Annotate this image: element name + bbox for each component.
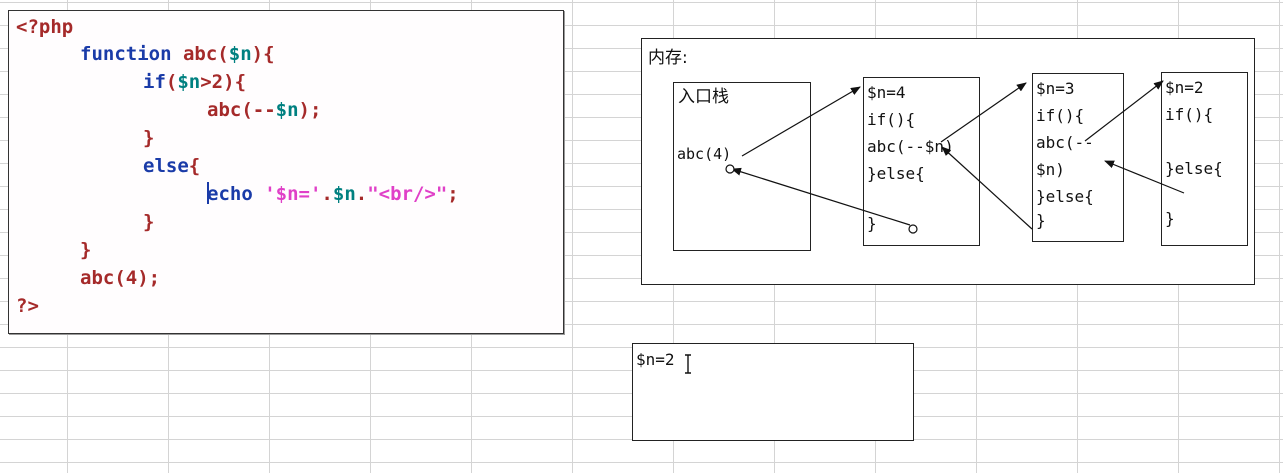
memory-title: 内存: [648,48,688,68]
code-line-9: } [80,239,92,261]
entry-stack-frame: 入口栈 abc(4) [673,82,811,251]
stack-frame-n3: $n=3 if(){ abc(-- $n) }else{ } [1032,73,1124,242]
code-line-4: abc(--$n); [207,99,322,121]
memory-diagram: 内存: 入口栈 abc(4) $n=4 if(){ abc(--$n) }els… [641,38,1255,285]
entry-call-label: abc(4) [677,145,732,163]
entry-stack-label: 入口栈 [678,87,729,107]
frame-n3-line-6: } [1036,211,1046,230]
frame-n2-line-6: } [1165,209,1175,228]
code-line-6: else{ [143,155,201,177]
frame-n3-line-5: }else{ [1036,187,1094,206]
frame-n3-line-4: $n) [1036,160,1065,179]
frame-n3-line-3: abc(-- [1036,133,1094,152]
call-arrows [725,80,1185,234]
code-line-7: echo '$n='.$n."<br/>"; [207,182,459,205]
stack-frame-n4: $n=4 if(){ abc(--$n) }else{ } [863,77,980,246]
code-line-11: ?> [16,295,39,317]
arrow-return-to-entry [731,167,911,226]
frame-n4-line-4: }else{ [867,164,925,183]
return-point-entry [725,164,735,174]
arrow-call-abc2 [1084,80,1164,142]
code-line-3: if($n>2){ [143,71,247,93]
code-line-2: function abc($n){ [80,43,275,65]
output-box: $n=2 [632,343,914,441]
code-editor[interactable]: <?php function abc($n){ if($n>2){ abc(--… [8,10,564,334]
frame-n2-line-1: $n=2 [1165,78,1204,97]
frame-n4-line-3: abc(--$n) [867,137,954,156]
code-line-1: <?php [16,16,74,38]
arrow-call-abc4 [741,86,861,157]
output-text: $n=2 [636,350,675,369]
code-line-8: } [143,211,155,233]
stack-frame-n2: $n=2 if(){ }else{ } [1161,72,1248,246]
frame-n4-line-1: $n=4 [867,83,906,102]
frame-n3-line-2: if(){ [1036,106,1085,125]
text-cursor [207,182,209,204]
frame-n2-line-4: }else{ [1165,159,1223,178]
arrow-return-to-n3 [1104,160,1185,194]
frame-n3-line-1: $n=3 [1036,79,1075,98]
ibeam-cursor-icon [685,354,691,374]
code-line-5: } [143,127,155,149]
frame-n2-line-2: if(){ [1165,105,1214,124]
arrow-call-abc3 [940,82,1027,143]
arrow-return-to-n4 [941,146,1033,230]
frame-n4-line-6: } [867,214,877,233]
frame-n4-line-2: if(){ [867,110,916,129]
return-point-n4 [908,224,918,234]
code-line-10: abc(4); [80,267,161,289]
